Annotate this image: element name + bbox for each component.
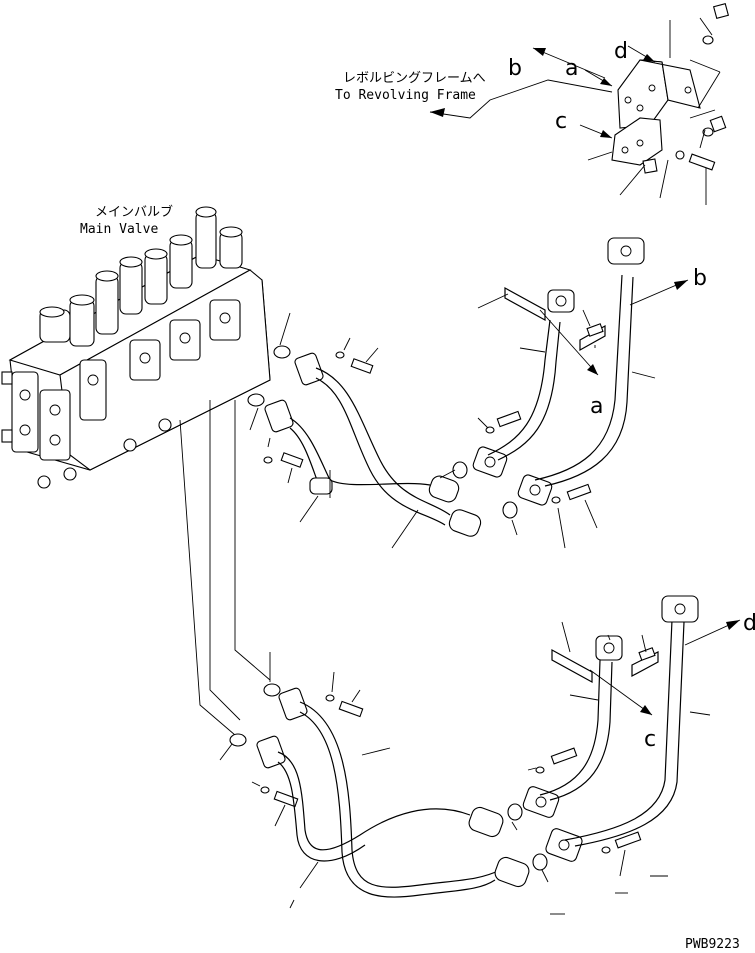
bracket-assembly — [587, 2, 730, 205]
upper-leaders — [249, 293, 656, 549]
callout-b-right: b — [693, 266, 707, 291]
callout-arrows-mid — [539, 279, 689, 376]
main-valve-label-en: Main Valve — [80, 222, 158, 237]
leader-line — [234, 400, 271, 681]
callout-d-top: d — [614, 39, 628, 64]
revolving-frame-label-en: To Revolving Frame — [335, 88, 476, 103]
main-valve-label-jp: メインバルブ — [95, 204, 173, 220]
revolving-frame-label-jp: レボルビングフレームへ — [343, 71, 486, 86]
lower-pipes — [229, 595, 699, 898]
callout-d-right: d — [743, 611, 755, 636]
callout-a-top: a — [565, 56, 578, 81]
callout-b-top: b — [508, 56, 522, 81]
callout-arrows-lower — [589, 619, 741, 716]
callout-c-mid: c — [644, 727, 656, 752]
callout-arrows-top — [429, 45, 656, 139]
upper-pipes — [247, 237, 645, 537]
lower-leaders — [219, 621, 711, 915]
leader-line — [179, 419, 236, 736]
drawing-code: PWB9223 — [685, 937, 740, 952]
callout-a-mid: a — [590, 394, 603, 419]
main-valve — [1, 206, 271, 489]
callout-c-top: c — [555, 109, 567, 134]
leader-line — [209, 400, 241, 721]
